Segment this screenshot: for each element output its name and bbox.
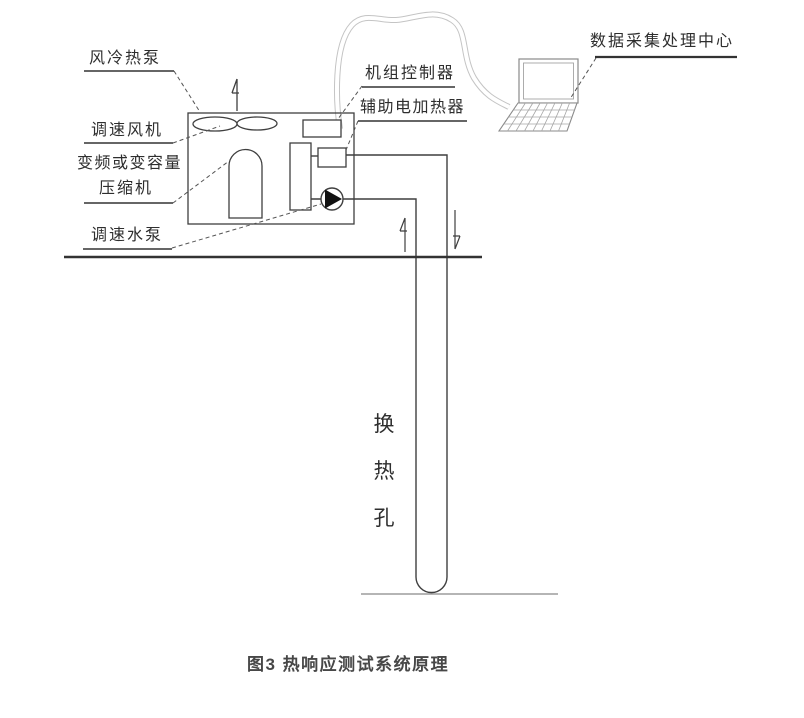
leader-controller (337, 85, 363, 120)
pump-impeller-triangle (325, 189, 342, 209)
pump-symbol (320, 187, 344, 211)
leader-compressor (172, 160, 230, 204)
leader-water-pump (171, 203, 322, 249)
leader-heater (345, 120, 359, 151)
laptop-screen-inner (523, 62, 574, 100)
label-compressor-line2: 压缩机 (99, 180, 154, 197)
airflow-up-arrow (231, 78, 239, 111)
flow-up-arrow (399, 217, 407, 252)
leader-data-center (569, 57, 597, 100)
water-loop (311, 154, 448, 594)
compressor-shape (228, 148, 263, 219)
flow-down-arrow (453, 210, 461, 250)
label-speed-water-pump: 调速水泵 (91, 227, 164, 244)
leader-lines (171, 57, 597, 249)
fan-left-icon (192, 116, 238, 132)
leader-fan (172, 125, 221, 144)
figure-caption: 图3 热响应测试系统原理 (247, 655, 450, 674)
label-air-cooled-heat-pump: 风冷热泵 (89, 50, 162, 67)
borehole-char-1: 换 (373, 413, 395, 436)
aux-heater-rect (317, 147, 347, 168)
unit-controller-rect (302, 119, 342, 138)
label-data-center: 数据采集处理中心 (590, 33, 735, 50)
label-borehole: 换 热 孔 (370, 408, 398, 532)
data-cable (334, 11, 511, 130)
laptop-screen (518, 58, 579, 104)
fan-right-icon (236, 116, 278, 131)
borehole-char-3: 孔 (373, 507, 395, 530)
label-aux-electric-heater: 辅助电加热器 (360, 99, 466, 116)
borehole-char-2: 热 (373, 460, 395, 483)
cable-core (335, 12, 510, 130)
u-tube-pipe (311, 154, 448, 594)
laptop (497, 58, 579, 132)
laptop-key-grid (503, 102, 575, 132)
label-compressor-line1: 变频或变容量 (77, 155, 183, 172)
label-speed-fan: 调速风机 (91, 122, 164, 139)
label-underlines (83, 55, 737, 250)
leader-heat-pump (173, 70, 201, 113)
heat-exchanger-rect (289, 142, 312, 211)
label-unit-controller: 机组控制器 (365, 65, 456, 82)
heat-pump-unit-box (187, 112, 355, 225)
